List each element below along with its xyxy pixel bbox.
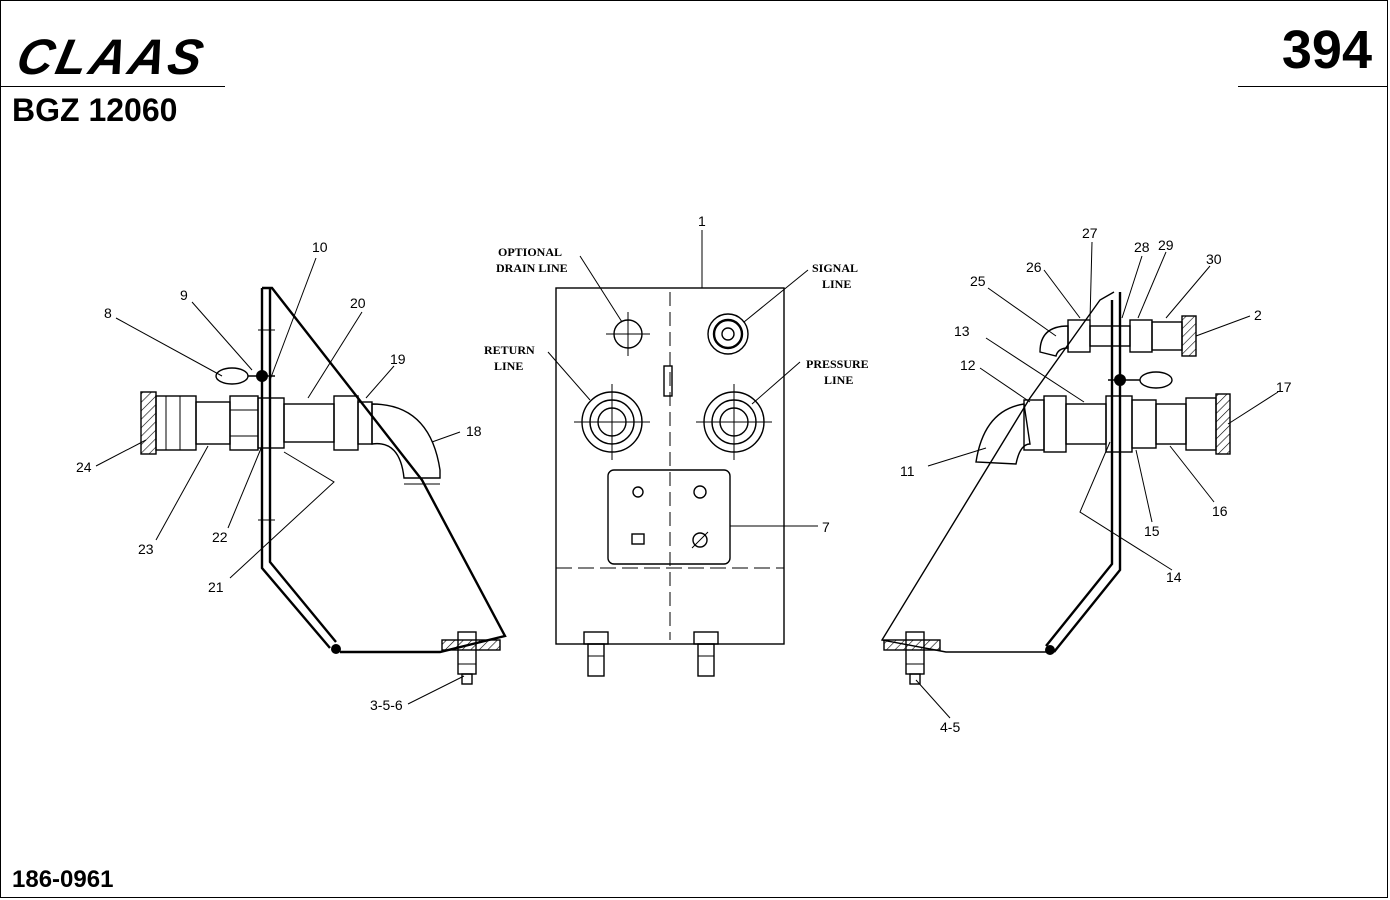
callout-19: 19: [390, 351, 406, 367]
callout-26: 26: [1026, 259, 1042, 275]
callout-27: 27: [1082, 225, 1098, 241]
callout-24: 24: [76, 459, 92, 475]
callout-4-5: 4-5: [940, 719, 960, 735]
callout-21: 21: [208, 579, 224, 595]
callout-29: 29: [1158, 237, 1174, 253]
page-number: 394: [1281, 20, 1372, 80]
center-plate: [555, 287, 785, 645]
coupler-24-grip: [140, 391, 157, 455]
header-rule-right: [1238, 86, 1388, 87]
callout-14: 14: [1166, 569, 1182, 585]
callout-11: 11: [900, 463, 915, 479]
callout-12: 12: [960, 357, 976, 373]
callout-20: 20: [350, 295, 366, 311]
drawing-number: BGZ 12060: [12, 92, 178, 128]
callout-30: 30: [1206, 251, 1222, 267]
left-side-view: [140, 286, 507, 685]
callout-8: 8: [104, 305, 112, 321]
footer-code: 186-0961: [12, 866, 114, 893]
callout-17: 17: [1276, 379, 1292, 395]
center-notes: OPTIONAL DRAIN LINE SIGNAL LINE RETURN L…: [484, 245, 869, 387]
leader-lines: [95, 230, 1279, 719]
note-signal-1: SIGNAL: [812, 261, 858, 275]
callout-23: 23: [138, 541, 154, 557]
callout-1: 1: [698, 213, 706, 229]
callout-10: 10: [312, 239, 328, 255]
callout-numbers: 1 2 7 8 9 10 11 12 13 14 15 16 17 18 19 …: [76, 213, 1292, 735]
callout-15: 15: [1144, 523, 1160, 539]
callout-18: 18: [466, 423, 482, 439]
callout-7: 7: [822, 519, 830, 535]
header-rule-left: [0, 86, 225, 87]
callout-25: 25: [970, 273, 986, 289]
center-front-view: [555, 287, 785, 677]
callout-13: 13: [954, 323, 970, 339]
note-optional-drain-1: OPTIONAL: [498, 245, 562, 259]
callout-22: 22: [212, 529, 228, 545]
callout-9: 9: [180, 287, 188, 303]
callout-3-5-6: 3-5-6: [370, 697, 403, 713]
decal-plate: [607, 469, 731, 565]
callout-2: 2: [1254, 307, 1262, 323]
note-pressure-2: LINE: [824, 373, 853, 387]
note-optional-drain-2: DRAIN LINE: [496, 261, 568, 275]
note-return-1: RETURN: [484, 343, 535, 357]
note-pressure-1: PRESSURE: [806, 357, 869, 371]
note-return-2: LINE: [494, 359, 523, 373]
callout-28: 28: [1134, 239, 1150, 255]
right-side-view: [880, 291, 1231, 685]
note-signal-2: LINE: [822, 277, 851, 291]
left-bracket-plate: [260, 286, 507, 654]
callout-16: 16: [1212, 503, 1228, 519]
